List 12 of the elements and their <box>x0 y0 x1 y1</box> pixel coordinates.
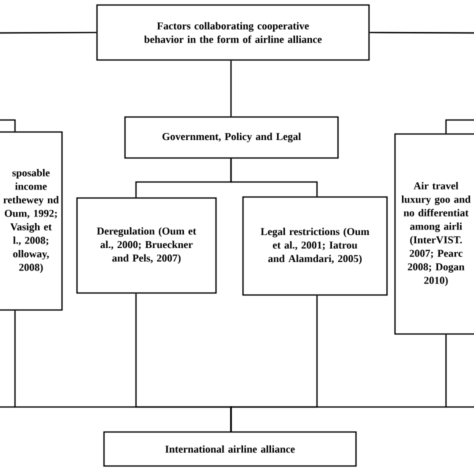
connector-line <box>230 334 447 432</box>
connector-line <box>370 32 474 134</box>
text-box: Deregulation (Oum et al., 2000; Brueckner and Pels, 2007) <box>76 197 217 294</box>
text-box: sposable income rethewey nd Oum, 1992; Vasigh et l., 2008; olloway, 2008) <box>0 131 63 311</box>
connector-line <box>230 158 318 196</box>
text-box: Factors collaborating cooperative behavior in the form of airline alliance <box>96 4 370 61</box>
text-box: Government, Policy and Legal <box>124 116 339 159</box>
text-box: Air travel luxury goo and no differentiat among airli (InterVIST. 2007; Pearc 2008; Dogan 2010) <box>394 133 474 335</box>
text-box: Legal restrictions (Oum et al., 2001; Iatrou and Alamdari, 2005) <box>242 196 388 296</box>
text-box: International airline alliance <box>103 431 357 467</box>
connector-line <box>230 60 232 116</box>
connector-line <box>0 32 96 132</box>
